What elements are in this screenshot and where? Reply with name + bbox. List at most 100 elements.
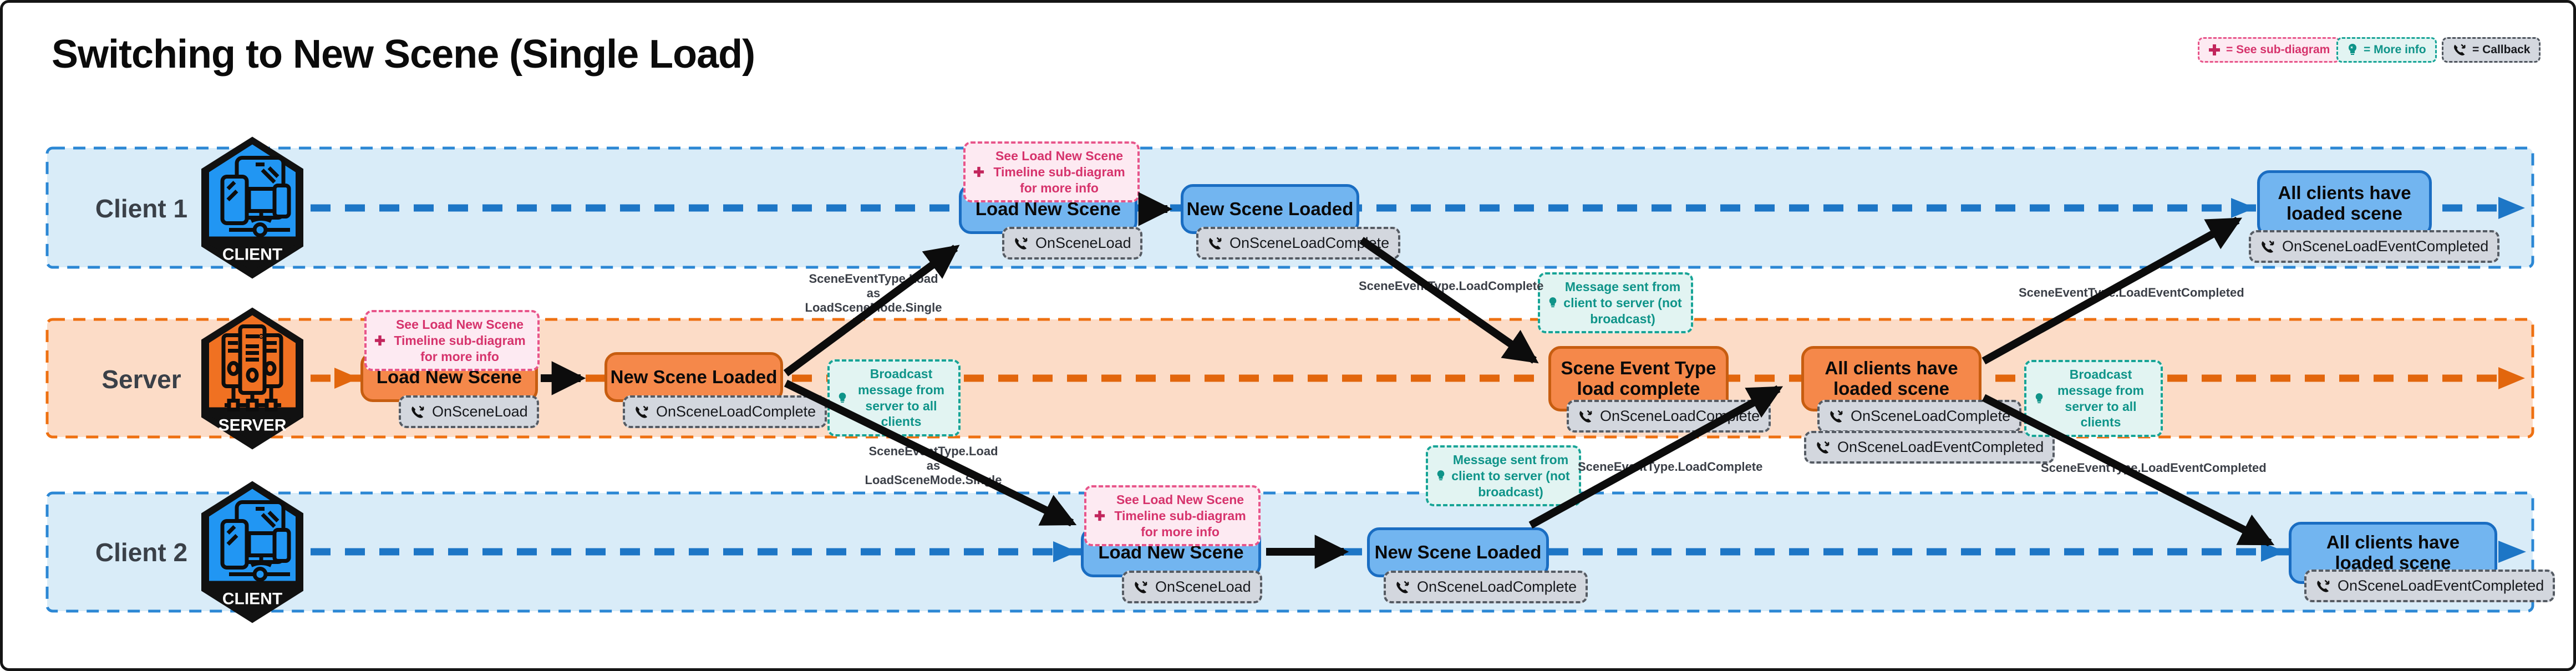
plus-icon: [973, 167, 984, 177]
arrow-label-client2-load-single: SceneEventType.Load as LoadSceneMode.Sin…: [865, 444, 1002, 487]
callback-server-onsceneload: OnSceneLoad: [399, 395, 539, 428]
lane-label-client1: Client 1: [95, 194, 188, 223]
callback-phone-icon: [1579, 410, 1592, 423]
callback-label: OnSceneLoadEventCompleted: [2338, 577, 2544, 594]
node-label: Scene Event Type load complete: [1561, 358, 1716, 399]
hexagon-band: [209, 407, 296, 442]
note-text: See Load New Scene Timeline sub-diagram …: [1114, 492, 1246, 539]
node-client1-all-clients-loaded: All clients have loaded scene: [2257, 170, 2432, 237]
callback-phone-icon: [1817, 441, 1830, 454]
client2-timeline-end-arrowhead: [2498, 541, 2526, 563]
callback-phone-icon: [2454, 44, 2466, 55]
legend-see-sub-diagram-label: = See sub-diagram: [2226, 43, 2330, 56]
server-racks-icon: [221, 324, 283, 411]
callback-label: OnSceneLoadComplete: [1851, 408, 2011, 424]
client1-badge-label: CLIENT: [222, 246, 282, 264]
callback-client1-onsceneload: OnSceneLoad: [1002, 227, 1142, 260]
callback-label: OnSceneLoadComplete: [656, 403, 816, 420]
legend-more-info-label: = More info: [2364, 43, 2426, 56]
callback-phone-icon: [1209, 237, 1222, 250]
callback-client1-onsceneloadcomplete: OnSceneLoadComplete: [1196, 227, 1401, 260]
callback-server-all-onsceneloadcomplete: OnSceneLoadComplete: [1817, 400, 2022, 433]
callback-label: OnSceneLoadComplete: [1600, 408, 1760, 424]
arrow-label-client2-loadcomplete: SceneEventType.LoadComplete: [1578, 460, 1763, 474]
callback-label: OnSceneLoadComplete: [1229, 235, 1390, 251]
plus-icon: [2209, 44, 2220, 55]
note-client2-sub-diagram: See Load New Scene Timeline sub-diagram …: [1084, 485, 1261, 547]
callback-label: OnSceneLoad: [1035, 235, 1131, 251]
legend-callback: = Callback: [2442, 37, 2541, 63]
server-timeline-end-arrowhead: [2498, 367, 2525, 389]
node-client1-new-scene-loaded: New Scene Loaded: [1181, 184, 1359, 234]
page-title: Switching to New Scene (Single Load): [52, 32, 755, 77]
arrow-label-client1-load-single: SceneEventType.Load as LoadSceneMode.Sin…: [805, 272, 942, 314]
callback-label: OnSceneLoadEventCompleted: [1837, 439, 2044, 455]
client1-pre-box-arrowhead: [2231, 198, 2255, 218]
client2-pre-box-arrowhead: [2261, 542, 2285, 562]
callback-client1-onsceneloadeventcompleted: OnSceneLoadEventCompleted: [2249, 230, 2500, 263]
callback-server-all-onsceneloadeventcompleted: OnSceneLoadEventCompleted: [1804, 431, 2055, 464]
node-server-new-scene-loaded: New Scene Loaded: [604, 352, 783, 402]
plus-icon: [374, 336, 385, 346]
note-text: Message sent from client to server (not …: [1451, 453, 1570, 499]
note-text: Message sent from client to server (not …: [1563, 279, 1682, 326]
lightbulb-icon: [1437, 470, 1445, 481]
client2-hexagon-badge: CLIENT: [197, 479, 308, 628]
note-text: Broadcast message from server to all cli…: [858, 367, 944, 429]
legend-callback-label: = Callback: [2472, 43, 2531, 56]
note-client1-message-to-server: Message sent from client to server (not …: [1538, 272, 1693, 334]
node-label: New Scene Loaded: [610, 366, 778, 387]
callback-label: OnSceneLoadEventCompleted: [2282, 238, 2489, 255]
note-server-broadcast-left: Broadcast message from server to all cli…: [827, 359, 961, 436]
callback-phone-icon: [1830, 410, 1843, 423]
callback-phone-icon: [2317, 580, 2330, 592]
node-label: All clients have loaded scene: [1825, 358, 1958, 399]
plus-icon: [1094, 511, 1105, 521]
hexagon-band: [209, 236, 296, 271]
callback-server-onsceneloadcomplete: OnSceneLoadComplete: [623, 395, 827, 428]
arrow-label-client2-loadeventcompleted: SceneEventType.LoadEventCompleted: [2041, 461, 2267, 475]
callback-label: OnSceneLoadComplete: [1417, 578, 1577, 595]
arrow-label-client1-loadeventcompleted: SceneEventType.LoadEventCompleted: [2019, 286, 2244, 299]
callback-phone-icon: [636, 405, 648, 418]
note-server-broadcast-right: Broadcast message from server to all cli…: [2024, 360, 2163, 437]
note-text: See Load New Scene Timeline sub-diagram …: [394, 317, 526, 364]
node-label: New Scene Loaded: [1186, 198, 1354, 219]
node-label: New Scene Loaded: [1374, 541, 1542, 562]
note-client1-sub-diagram: See Load New Scene Timeline sub-diagram …: [963, 141, 1140, 203]
callback-client2-onsceneloadcomplete: OnSceneLoadComplete: [1384, 571, 1588, 603]
client-devices-icon: [220, 500, 291, 582]
node-label: All clients have loaded scene: [2278, 182, 2411, 223]
callback-label: OnSceneLoad: [1155, 578, 1251, 595]
client1-timeline-end-arrowhead: [2498, 197, 2525, 219]
note-text: Broadcast message from server to all cli…: [2057, 367, 2144, 430]
callback-phone-icon: [2262, 240, 2274, 253]
lane-label-server: Server: [101, 365, 181, 394]
client2-pre-load-arrowhead: [1053, 541, 1078, 562]
lane-label-client2: Client 2: [95, 538, 188, 567]
lightbulb-icon: [2035, 393, 2043, 403]
callback-phone-icon: [1015, 237, 1028, 250]
callback-client2-onsceneloadeventcompleted: OnSceneLoadEventCompleted: [2304, 570, 2555, 602]
callback-client2-onsceneload: OnSceneLoad: [1122, 571, 1262, 603]
server-pre-box-arrowhead: [334, 368, 359, 389]
client1-hexagon-badge: CLIENT: [197, 134, 308, 284]
arrow-label-client1-loadcomplete: SceneEventType.LoadComplete: [1359, 279, 1544, 293]
lightbulb-icon: [839, 392, 846, 403]
legend-more-info: = More info: [2336, 37, 2437, 63]
lightbulb-icon: [2349, 44, 2356, 55]
hexagon-band: [209, 581, 296, 616]
callback-phone-icon: [1135, 581, 1147, 593]
legend-see-sub-diagram: = See sub-diagram: [2198, 37, 2341, 63]
callback-phone-icon: [1396, 581, 1409, 593]
note-server-sub-diagram: See Load New Scene Timeline sub-diagram …: [364, 310, 540, 372]
node-client2-new-scene-loaded: New Scene Loaded: [1367, 527, 1549, 577]
client-devices-icon: [220, 156, 291, 237]
callback-server-complete-onsceneloadcomplete: OnSceneLoadComplete: [1567, 400, 1771, 433]
server-badge-label: SERVER: [219, 416, 287, 435]
client2-badge-label: CLIENT: [222, 590, 282, 608]
note-client2-message-to-server: Message sent from client to server (not …: [1426, 445, 1581, 507]
callback-label: OnSceneLoad: [432, 403, 528, 420]
note-text: See Load New Scene Timeline sub-diagram …: [993, 149, 1125, 195]
